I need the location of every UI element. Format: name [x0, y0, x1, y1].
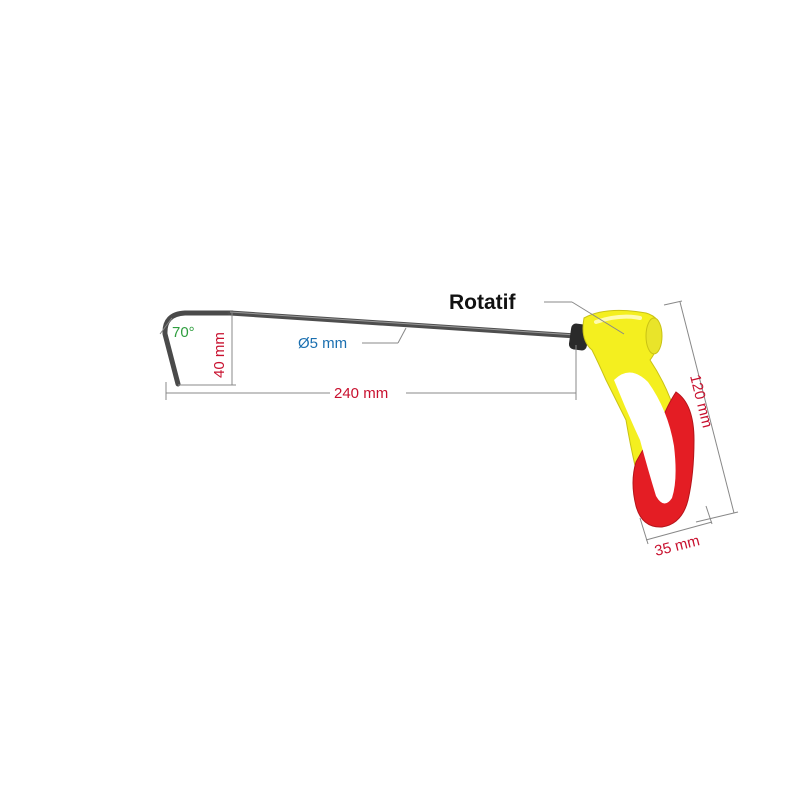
- rotatif-label: Rotatif: [449, 291, 516, 314]
- rod: [162, 310, 590, 387]
- angle-label: 70°: [172, 324, 195, 341]
- handle: [582, 309, 695, 528]
- rod-shaft: [227, 310, 579, 339]
- length-label: 240 mm: [334, 385, 388, 402]
- diameter-label: Ø5 mm: [298, 335, 347, 352]
- rod-hook: [162, 310, 235, 387]
- handle-end-cap: [645, 317, 663, 355]
- hook-height-label: 40 mm: [211, 332, 228, 378]
- handle-finger-hole: [614, 372, 676, 504]
